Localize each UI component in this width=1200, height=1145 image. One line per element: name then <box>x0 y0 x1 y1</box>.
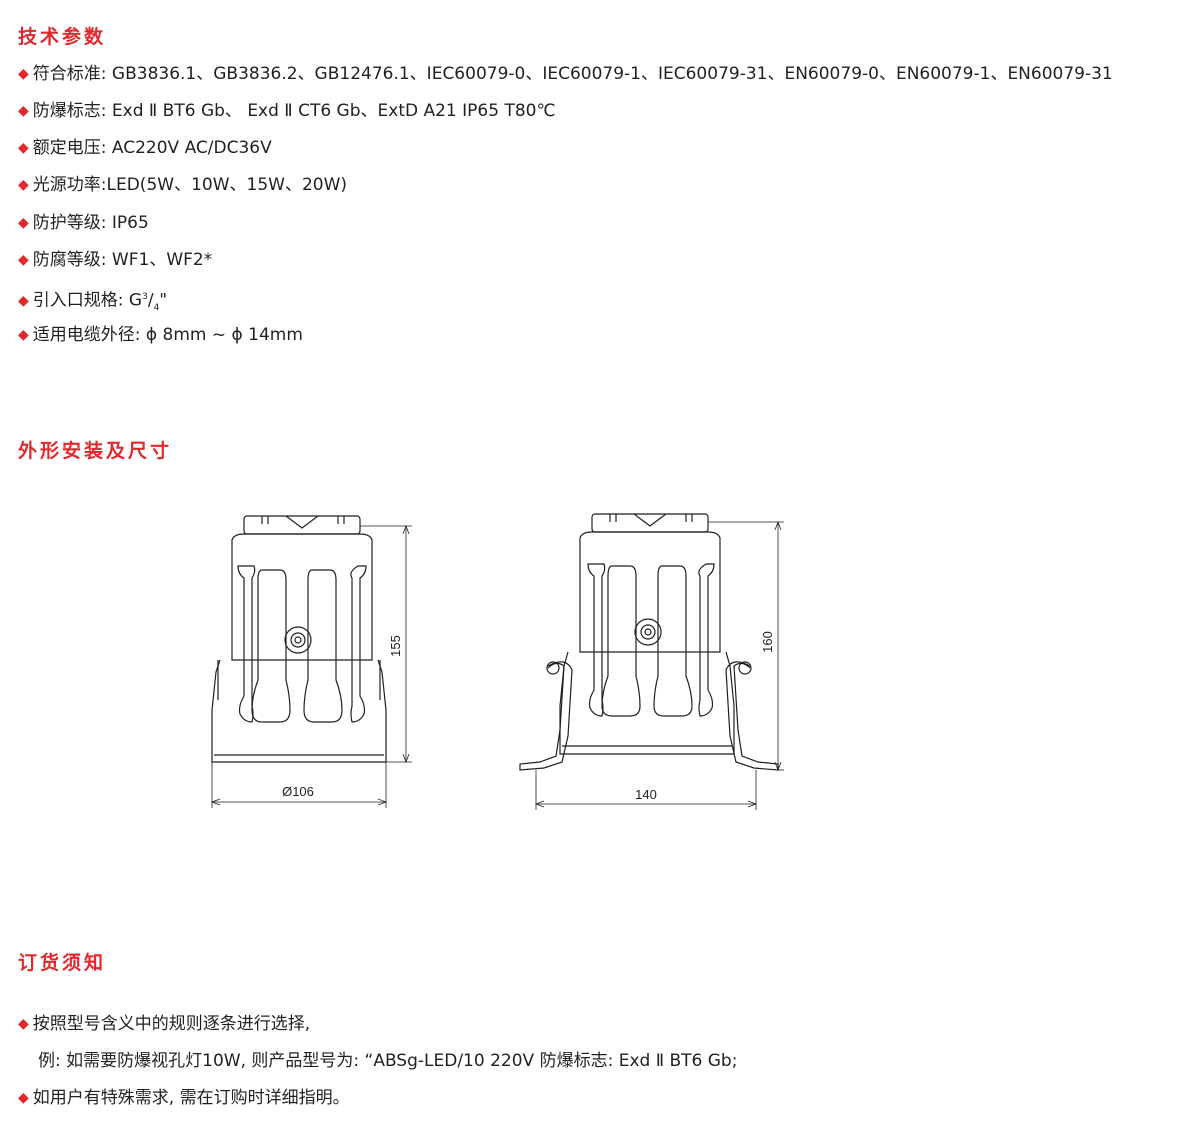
spec-protection: ◆防护等级: IP65 <box>18 213 149 233</box>
dimension-height-right: 160 <box>760 631 775 653</box>
spec-inlet: ◆引入口规格: G3/4" <box>18 290 168 314</box>
lamp-front-view <box>211 515 387 763</box>
spec-standards: ◆符合标准: GB3836.1、GB3836.2、GB12476.1、IEC60… <box>18 64 1113 84</box>
spec-explosion-mark: ◆防爆标志: Exd Ⅱ BT6 Gb、 Exd Ⅱ CT6 Gb、ExtD A… <box>18 101 556 121</box>
bullet-icon: ◆ <box>18 1090 29 1106</box>
order-note-2: ◆如用户有特殊需求, 需在订购时详细指明。 <box>18 1088 350 1108</box>
spec-power: ◆光源功率:LED(5W、10W、15W、20W) <box>18 175 348 195</box>
bullet-icon: ◆ <box>18 103 29 119</box>
bullet-icon: ◆ <box>18 327 29 343</box>
spec-anticorrosion: ◆防腐等级: WF1、WF2* <box>18 250 213 270</box>
dimension-width-left: Ø106 <box>282 784 314 799</box>
dimension-lines-left <box>210 524 412 808</box>
section-title-tech: 技术参数 <box>18 26 107 48</box>
dimension-width-right: 140 <box>635 787 657 802</box>
bullet-icon: ◆ <box>18 252 29 268</box>
spec-cable: ◆适用电缆外径: ϕ 8mm ~ ϕ 14mm <box>18 325 303 345</box>
bullet-icon: ◆ <box>18 140 29 156</box>
dimension-lines-right <box>534 520 784 810</box>
dimension-drawing: 155 Ø106 160 140 <box>210 513 784 810</box>
dimension-height-left: 155 <box>388 635 403 657</box>
section-title-install: 外形安装及尺寸 <box>18 440 173 462</box>
bullet-icon: ◆ <box>18 177 29 193</box>
spec-voltage: ◆额定电压: AC220V AC/DC36V <box>18 138 272 158</box>
bullet-icon: ◆ <box>18 66 29 82</box>
bullet-icon: ◆ <box>18 292 29 309</box>
order-note-1: ◆按照型号含义中的规则逐条进行选择, <box>18 1014 311 1034</box>
bullet-icon: ◆ <box>18 1016 29 1032</box>
section-title-order: 订货须知 <box>18 952 107 974</box>
lamp-side-view <box>519 513 779 771</box>
bullet-icon: ◆ <box>18 215 29 231</box>
order-note-example: 例: 如需要防爆视孔灯10W, 则产品型号为: “ABSg-LED/10 220… <box>38 1051 738 1071</box>
